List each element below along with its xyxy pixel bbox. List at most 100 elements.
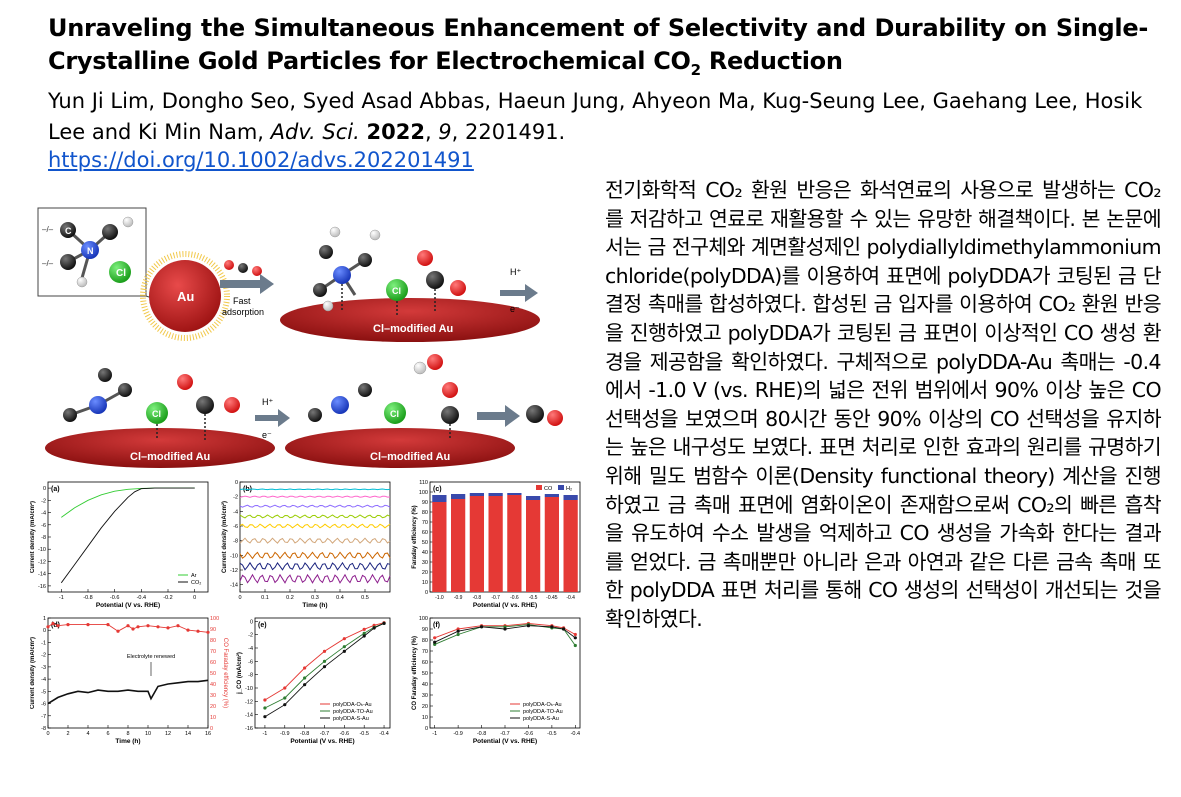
- x-tick-label: -0.9: [454, 595, 463, 601]
- y-tick-label: -4: [233, 509, 238, 515]
- legend-label: CO: [544, 486, 553, 492]
- x-tick-label: -0.7: [320, 731, 329, 737]
- x-tick-label: 2: [66, 731, 69, 737]
- series-line: [434, 623, 576, 639]
- y-tick-label: 30: [422, 560, 428, 566]
- x-tick-label: 0: [193, 595, 196, 601]
- y2-tick-label: 0: [210, 726, 213, 732]
- data-point: [176, 624, 180, 628]
- bar-CO: [469, 496, 484, 592]
- data-point: [146, 624, 150, 628]
- x-tick-label: -0.9: [280, 731, 289, 737]
- data-point: [263, 698, 267, 702]
- x-tick-label: -0.9: [453, 731, 462, 737]
- y-tick-label: -12: [38, 559, 46, 565]
- panel-label: (a): [51, 486, 60, 493]
- x-axis-label: Potential (V vs. RHE): [473, 738, 537, 745]
- korean-summary: 전기화학적 CO₂ 환원 반응은 화석연료의 사용으로 발생하는 CO₂ 를 저…: [605, 178, 1162, 631]
- x-tick-label: -0.8: [83, 595, 92, 601]
- y-tick-label: -4: [248, 646, 253, 652]
- x-tick-label: -0.45: [546, 595, 558, 601]
- legend-label: CO₂: [191, 580, 201, 586]
- data-point: [362, 634, 366, 638]
- series-line: [60, 487, 195, 584]
- panel-label: (c): [433, 486, 442, 493]
- y-tick-label: 50: [422, 671, 428, 677]
- x-tick-label: 0: [46, 731, 49, 737]
- data-point: [342, 649, 346, 653]
- data-point: [433, 640, 437, 644]
- svg-text:–/–: –/–: [42, 225, 54, 234]
- data-point: [322, 659, 327, 663]
- bar-H₂: [563, 495, 578, 500]
- svg-text:C: C: [65, 226, 72, 236]
- author-list: Yun Ji Lim, Dongho Seo, Syed Asad Abbas,…: [48, 89, 1143, 144]
- x-tick-label: -0.7: [491, 595, 500, 601]
- series-line: [264, 622, 385, 709]
- bar-CO: [432, 502, 447, 592]
- y-axis-label: Current density (mA/cm²): [221, 501, 228, 573]
- x-tick-label: 6: [106, 731, 109, 737]
- publication-year: 2022: [366, 120, 425, 144]
- y-tick-label: 0: [235, 480, 238, 486]
- x-axis-label: Time (h): [115, 738, 140, 745]
- y-tick-label: -6: [41, 702, 46, 708]
- x-tick-label: -0.6: [510, 595, 519, 601]
- data-point: [503, 625, 507, 629]
- bar-CO: [507, 495, 522, 592]
- x-tick-label: -0.8: [300, 731, 309, 737]
- x-tick-label: -0.6: [110, 595, 119, 601]
- x-tick-label: -0.5: [529, 595, 538, 601]
- y-tick-label: -4: [41, 511, 46, 517]
- volume: 9: [438, 120, 452, 144]
- journal-name: Adv. Sci.: [270, 120, 360, 144]
- hydrogen-atom: [122, 216, 134, 228]
- cl-modified-au-plate-3: Cl–modified Au Cl: [285, 354, 515, 468]
- x-tick-label: -0.4: [571, 731, 580, 737]
- svg-text:H⁺: H⁺: [262, 397, 273, 407]
- data-point: [322, 665, 327, 669]
- data-point: [573, 632, 577, 637]
- x-axis-label: Potential (V vs. RHE): [473, 602, 537, 609]
- data-point: [456, 629, 460, 633]
- svg-text:e⁻: e⁻: [510, 304, 520, 314]
- y-tick-label: 40: [422, 682, 428, 688]
- plot-frame: [254, 617, 391, 729]
- chronoamperometry-trace: [239, 514, 391, 519]
- cl-modified-au-plate-2: Cl–modified Au Cl: [45, 368, 275, 468]
- y2-tick-label: 40: [210, 682, 216, 688]
- bar-CO: [526, 500, 541, 592]
- y-tick-label: 100: [419, 616, 428, 622]
- y-tick-label: -16: [38, 584, 46, 590]
- legend-label: H₂: [566, 486, 572, 492]
- x-tick-label: 14: [185, 731, 191, 737]
- y2-tick-label: 50: [210, 671, 216, 677]
- data-point: [66, 623, 70, 627]
- y-tick-label: 10: [422, 580, 428, 586]
- chronoamperometry-trace: [239, 488, 391, 491]
- y2-tick-label: 20: [210, 704, 216, 710]
- y-tick-label: -8: [233, 539, 238, 545]
- chronoamperometry-trace: [239, 537, 391, 544]
- bar-CO: [544, 497, 559, 592]
- y2-tick-label: 10: [210, 715, 216, 721]
- y-tick-label: 1: [43, 616, 46, 622]
- data-point: [303, 683, 307, 687]
- y2-tick-label: 100: [210, 616, 219, 622]
- y-tick-label: -2: [41, 498, 46, 504]
- data-point: [263, 715, 267, 719]
- y-tick-label: -12: [245, 699, 253, 705]
- paper-authors: Yun Ji Lim, Dongho Seo, Syed Asad Abbas,…: [48, 89, 1143, 144]
- data-point: [283, 696, 287, 700]
- svg-text:Cl–modified Au: Cl–modified Au: [130, 451, 210, 463]
- data-point: [561, 627, 566, 631]
- chronoamperometry-trace: [239, 523, 391, 529]
- chronoamperometry-trace: [239, 495, 391, 498]
- data-point: [136, 625, 140, 629]
- y-tick-label: -2: [41, 653, 46, 659]
- doi-link[interactable]: https://doi.org/10.1002/advs.202201491: [48, 148, 474, 172]
- data-point: [303, 666, 307, 670]
- y-tick-label: -6: [41, 523, 46, 529]
- y-tick-label: 90: [422, 627, 428, 633]
